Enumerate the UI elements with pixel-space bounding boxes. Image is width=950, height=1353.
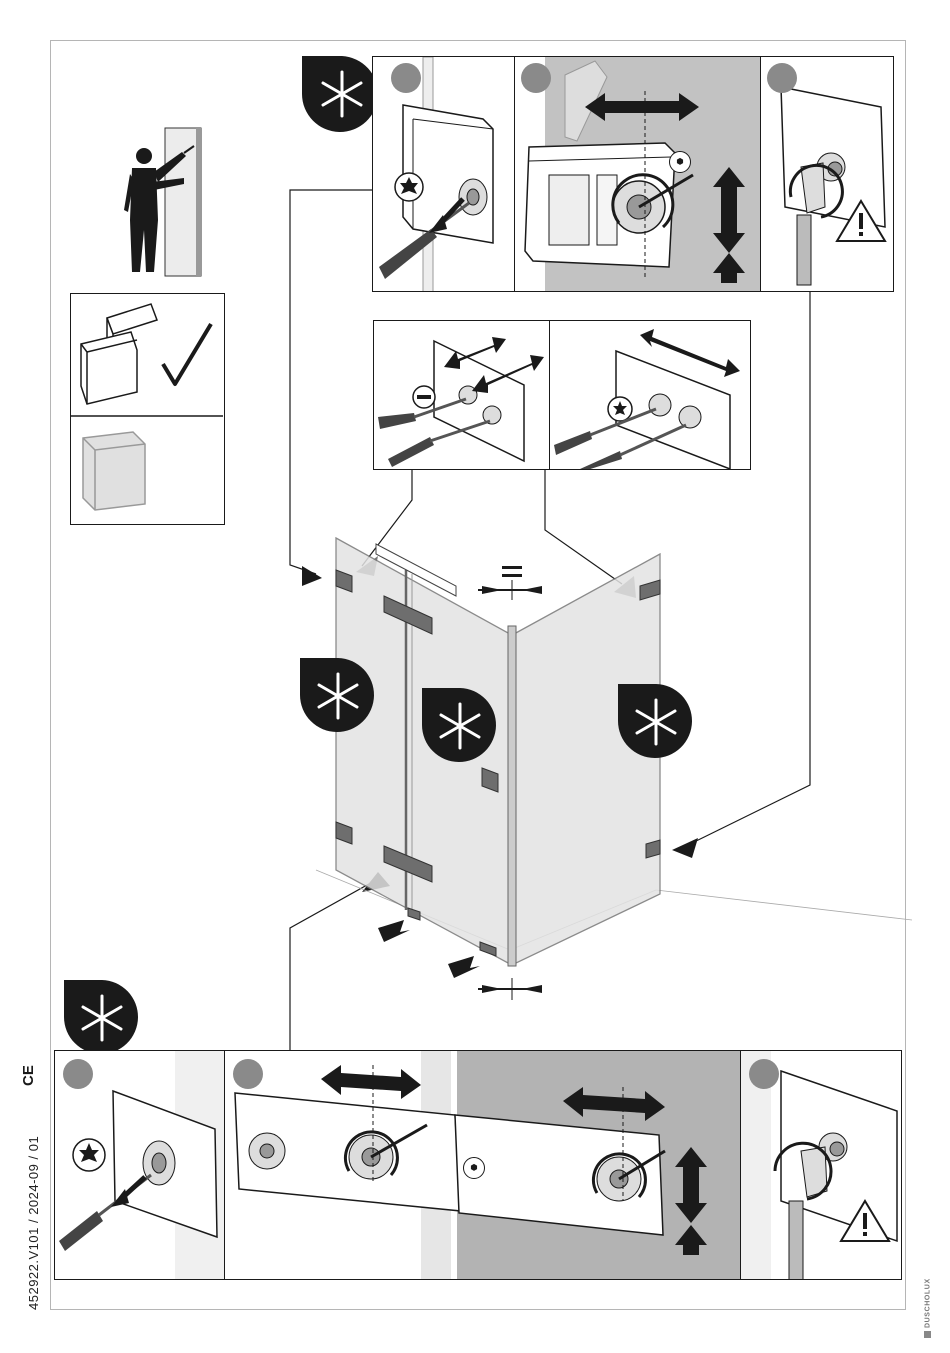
step-3-water-fitting-bottom <box>741 1051 902 1279</box>
hex-socket-icon: ⬢ <box>463 1157 485 1179</box>
shower-enclosure-illustration <box>296 530 916 1000</box>
step-2-hex-adjust-bottom: ⬢ <box>225 1051 741 1279</box>
adjust-arrows-icon <box>420 686 500 764</box>
adjust-arrows-icon <box>616 682 696 760</box>
bottom-hinge-adjust-panel: ⬢ <box>54 1050 902 1280</box>
step-1-torx-loosen-bottom <box>55 1051 225 1279</box>
step-number-2 <box>233 1059 263 1089</box>
step-number-3 <box>749 1059 779 1089</box>
adjust-arrows-icon <box>298 656 378 734</box>
step-number-1 <box>63 1059 93 1089</box>
adjust-arrows-icon <box>62 978 142 1056</box>
